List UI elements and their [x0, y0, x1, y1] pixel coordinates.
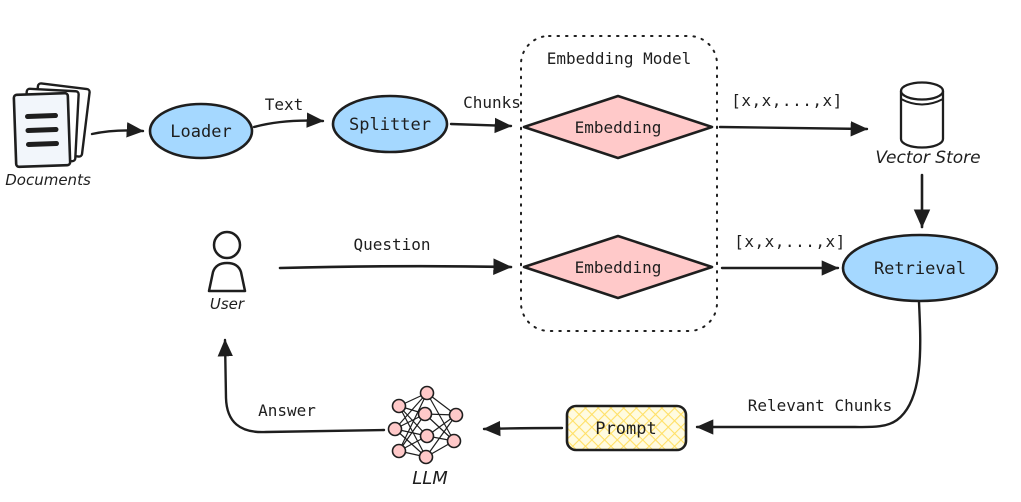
edge-label-text: Text — [265, 95, 304, 114]
loader-ellipse — [148, 102, 254, 160]
prompt-label: Prompt — [595, 419, 656, 439]
arrow-prompt-to-llm — [482, 420, 564, 437]
prompt-node: Prompt — [565, 404, 688, 452]
documents-node: Documents — [5, 82, 91, 189]
cylinder-inner-line — [900, 98, 944, 106]
edge-label-chunks: Chunks — [463, 93, 521, 112]
retrieval-ellipse — [841, 233, 999, 303]
embedding-model-group: Embedding Model Embedding Embedding — [520, 35, 718, 332]
edge-label-relevant-chunks: Relevant Chunks — [748, 396, 893, 415]
documents-label: Documents — [5, 171, 91, 189]
arrow-loader-to-splitter — [252, 112, 325, 129]
arrow-retrieval-to-prompt — [695, 300, 922, 435]
loader-node: Loader — [148, 102, 254, 160]
edge-label-answer: Answer — [258, 401, 316, 420]
arrow-user-to-embedding — [278, 258, 513, 276]
embedding-top-node: Embedding — [522, 94, 714, 160]
arrow-documents-to-loader — [90, 122, 145, 138]
embedding-bottom-diamond — [522, 234, 714, 300]
user-label: User — [210, 295, 245, 313]
user-icon — [207, 230, 247, 293]
embedding-model-border — [520, 35, 718, 332]
neural-network-icon — [387, 385, 464, 465]
documents-icon — [12, 82, 91, 169]
edge-label-vector-bottom: [x,x,...,x] — [734, 232, 845, 251]
edge-label-question: Question — [353, 235, 430, 254]
document-text-line — [25, 141, 59, 147]
document-text-line — [25, 127, 59, 133]
edge-label-vector-top: [x,x,...,x] — [731, 91, 842, 110]
embedding-bottom-label: Embedding — [575, 258, 662, 277]
database-icon — [899, 81, 945, 149]
arrow-embedding-to-vector-store — [718, 121, 869, 137]
embedding-top-label: Embedding — [575, 118, 662, 137]
loader-label: Loader — [170, 122, 231, 142]
user-head — [212, 230, 242, 260]
retrieval-label: Retrieval — [874, 259, 966, 279]
arrow-llm-to-user — [217, 338, 386, 434]
llm-label: LLM — [412, 468, 448, 489]
document-text-line — [25, 113, 59, 119]
embedding-bottom-node: Embedding — [522, 234, 714, 300]
splitter-ellipse — [331, 94, 449, 154]
llm-nodes — [387, 385, 464, 465]
cylinder-top — [899, 81, 945, 101]
embedding-top-diamond — [522, 94, 714, 160]
prompt-box — [565, 404, 688, 452]
user-body — [207, 261, 247, 293]
arrow-splitter-to-embedding — [449, 117, 513, 134]
cylinder-body — [899, 91, 945, 149]
embedding-model-title: Embedding Model — [547, 49, 692, 68]
user-node: User — [207, 230, 247, 313]
retrieval-node: Retrieval — [841, 233, 999, 303]
llm-node: LLM — [387, 385, 464, 489]
vector-store-label: Vector Store — [875, 148, 980, 168]
splitter-label: Splitter — [349, 115, 431, 135]
vector-store-node: Vector Store — [875, 81, 981, 168]
splitter-node: Splitter — [331, 94, 449, 154]
